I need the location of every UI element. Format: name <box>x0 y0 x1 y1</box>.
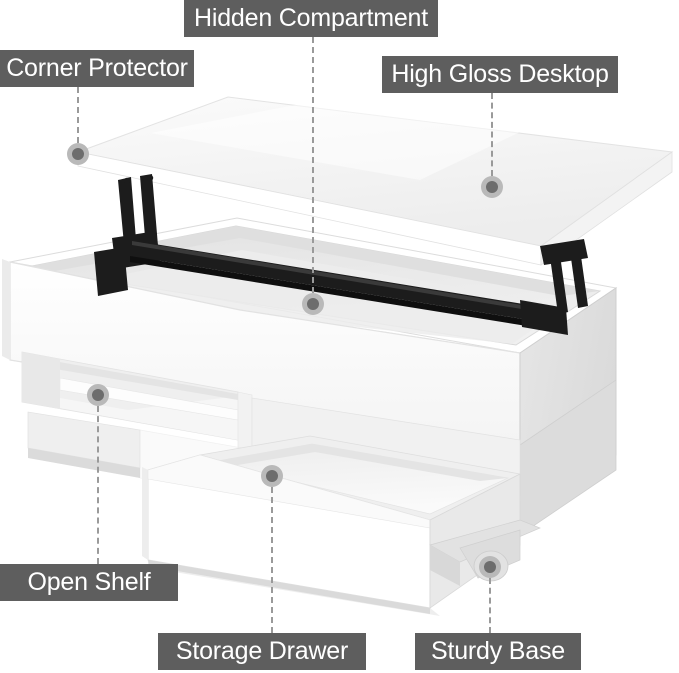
lift-mechanism-hardware <box>94 174 588 335</box>
leader-line-sturdy-base <box>489 578 491 633</box>
callout-label-storage-drawer[interactable]: Storage Drawer <box>158 633 366 670</box>
shadows <box>28 448 440 616</box>
callout-label-open-shelf[interactable]: Open Shelf <box>0 564 178 601</box>
marker-dot-open-shelf[interactable] <box>87 384 109 406</box>
leader-line-high-gloss-desktop <box>491 93 493 176</box>
callout-label-sturdy-base[interactable]: Sturdy Base <box>415 633 581 670</box>
high-gloss-desktop-part <box>76 96 674 266</box>
leader-line-open-shelf <box>97 406 99 564</box>
marker-dot-corner-protector[interactable] <box>67 143 89 165</box>
leader-line-storage-drawer <box>271 487 273 633</box>
callout-label-corner-protector[interactable]: Corner Protector <box>0 50 194 87</box>
marker-dot-hidden-compartment[interactable] <box>302 293 324 315</box>
storage-drawer-part <box>142 435 522 614</box>
marker-dot-sturdy-base[interactable] <box>479 556 501 578</box>
leader-line-hidden-compartment <box>312 37 314 293</box>
marker-dot-high-gloss-desktop[interactable] <box>481 176 503 198</box>
callout-label-high-gloss-desktop[interactable]: High Gloss Desktop <box>382 56 618 93</box>
callout-label-hidden-compartment[interactable]: Hidden Compartment <box>184 0 438 37</box>
leader-line-corner-protector <box>77 87 79 143</box>
marker-dot-storage-drawer[interactable] <box>261 465 283 487</box>
